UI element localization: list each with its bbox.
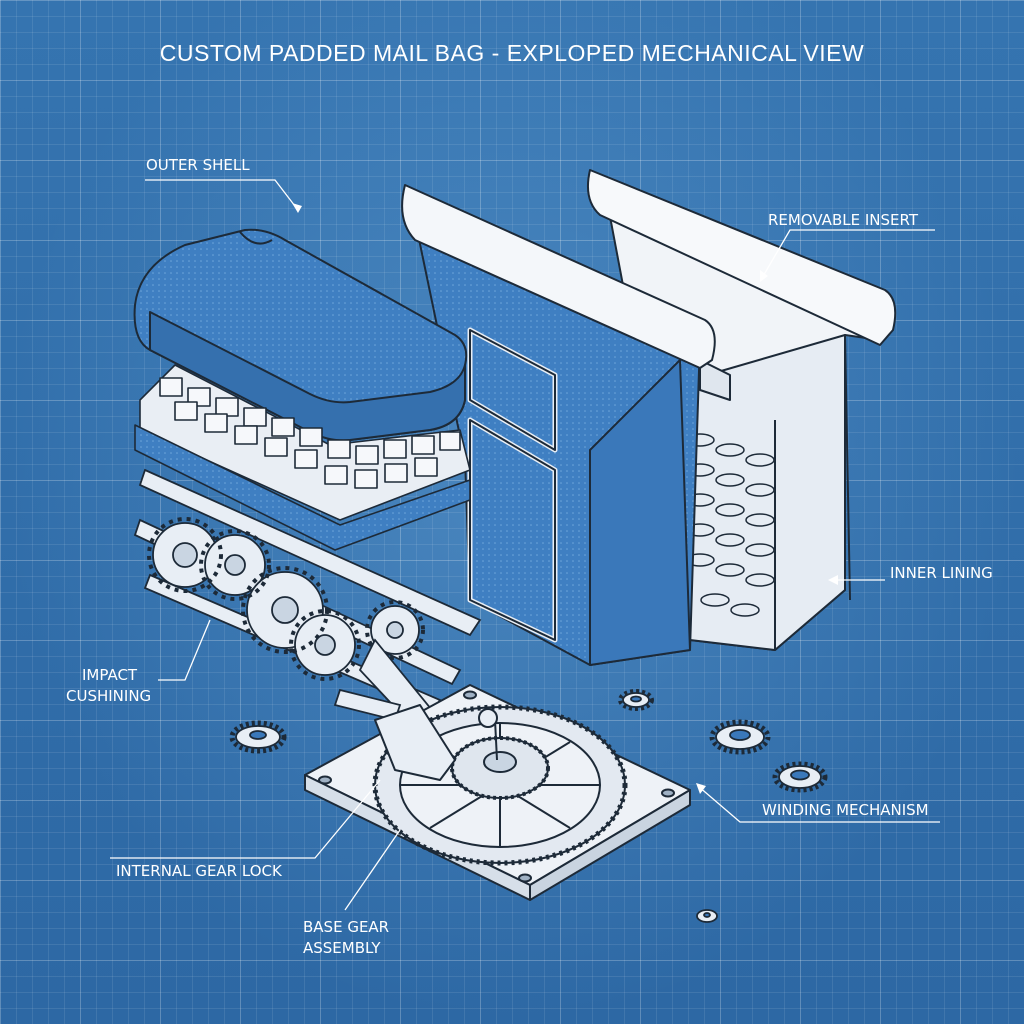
loose-gear-left [229,720,287,754]
leader-arrowheads [292,203,838,794]
label-inner-lining: INNER LINING [890,564,993,582]
leader-outer-shell [145,179,299,211]
loose-gear-right-1 [709,719,771,755]
label-internal-gear-lock: INTERNAL GEAR LOCK [116,862,282,880]
label-impact-cushioning-line2: CUSHINING [66,687,152,705]
label-winding-mechanism: WINDING MECHANISM [762,801,929,819]
label-base-gear-assembly-line2: ASSEMBLY [303,939,381,957]
leader-winding-mechanism [697,785,940,823]
leader-impact-cushioning [158,619,211,681]
label-removable-insert: REMOVABLE INSERT [768,211,918,229]
leader-removable-insert [761,229,935,279]
inner-lining-part [401,184,716,666]
gear-rail-mechanism [133,468,482,747]
loose-gear-parts [229,689,828,923]
leader-lines [110,179,940,911]
base-gear-assembly-part [304,684,691,901]
impact-cushioning-part [134,364,471,551]
leader-base-gear-assembly [344,829,401,911]
loose-gear-mid [618,689,654,711]
diagram-title: CUSTOM PADDED MAIL BAG - EXPLOPED MECHAN… [159,40,865,66]
label-outer-shell: OUTER SHELL [146,156,250,174]
loose-gear-tiny [696,909,718,923]
leader-internal-gear-lock [110,779,381,859]
label-impact-cushioning-line1: IMPACT [82,666,138,684]
loose-gear-right-2 [772,761,828,793]
label-base-gear-assembly-line1: BASE GEAR [303,918,390,936]
